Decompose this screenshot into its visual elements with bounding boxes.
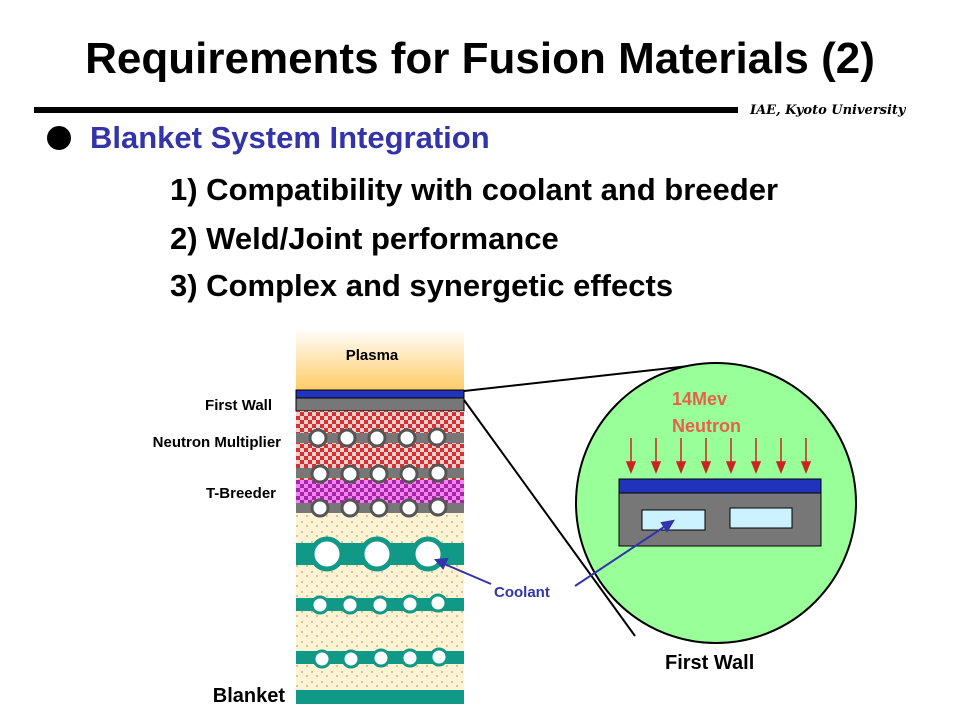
coolant-pointer-left — [433, 557, 492, 585]
affiliation: IAE, Kyoto University — [750, 103, 906, 118]
bullet-dot-icon — [47, 126, 71, 150]
neutron-label-1: 14Mev — [672, 389, 727, 409]
tube-row-3 — [310, 497, 448, 518]
requirement-3: 3) Complex and synergetic effects — [170, 268, 674, 303]
zoom-line-bottom — [463, 399, 636, 637]
plasma-region — [296, 328, 464, 390]
title-divider — [34, 107, 738, 113]
section-heading: Blanket System Integration — [90, 120, 490, 155]
coolant-row-3 — [312, 647, 449, 669]
plasma-label: Plasma — [346, 347, 399, 364]
first-wall-structure — [295, 397, 465, 412]
neutron-arrows — [625, 438, 812, 475]
coolant-row-large — [309, 536, 446, 572]
detail-first-wall-label: First Wall — [665, 652, 754, 674]
requirement-2: 2) Weld/Joint performance — [170, 221, 559, 256]
first-wall-armor — [295, 389, 465, 399]
first-wall-label: First Wall — [205, 397, 272, 414]
blanket-label: Blanket — [213, 685, 286, 707]
requirement-1: 1) Compatibility with coolant and breede… — [170, 172, 779, 207]
neutron-multiplier-label: Neutron Multiplier — [153, 434, 281, 451]
coolant-row-2 — [310, 593, 448, 615]
tube-row-1 — [308, 427, 447, 448]
zoom-line-top — [463, 362, 717, 392]
coolant-label: Coolant — [494, 584, 550, 601]
tube-row-2 — [310, 463, 448, 484]
detail-coolant-channel-2 — [729, 507, 793, 529]
page-title: Requirements for Fusion Materials (2) — [85, 34, 875, 83]
detail-armor-layer — [618, 478, 822, 494]
neutron-label-2: Neutron — [672, 416, 741, 436]
t-breeder-label: T-Breeder — [206, 485, 276, 502]
coolant-pointer-right — [574, 519, 675, 587]
coolant-band — [296, 690, 464, 704]
